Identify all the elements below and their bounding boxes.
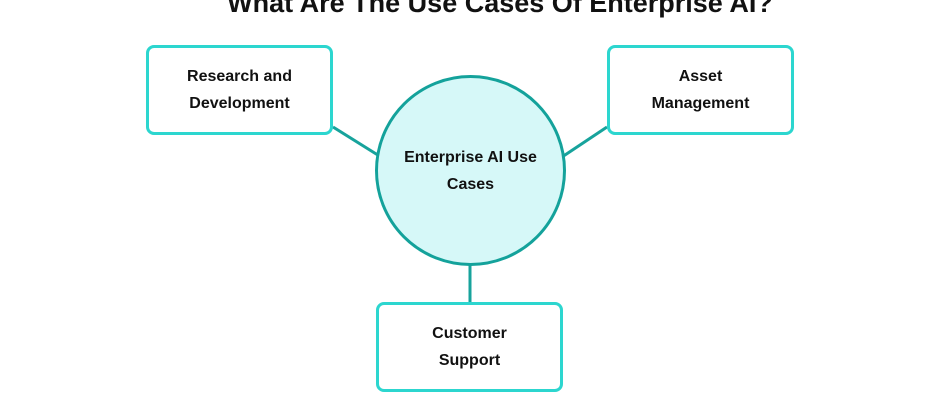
node-asset-management: Asset Management xyxy=(607,45,794,135)
node-label: Research and Development xyxy=(187,68,292,112)
node-label: Asset Management xyxy=(651,68,750,112)
node-label: Customer Support xyxy=(432,325,507,369)
node-research-and-development: Research and Development xyxy=(146,45,333,135)
hub-label: Enterprise AI Use Cases xyxy=(404,148,537,193)
connector-research xyxy=(332,125,382,159)
diagram-title: What Are The Use Cases Of Enterprise AI? xyxy=(227,0,773,18)
hub-enterprise-ai-use-cases: Enterprise AI Use Cases xyxy=(375,75,566,266)
node-customer-support: Customer Support xyxy=(376,302,563,392)
connector-asset xyxy=(561,125,608,159)
